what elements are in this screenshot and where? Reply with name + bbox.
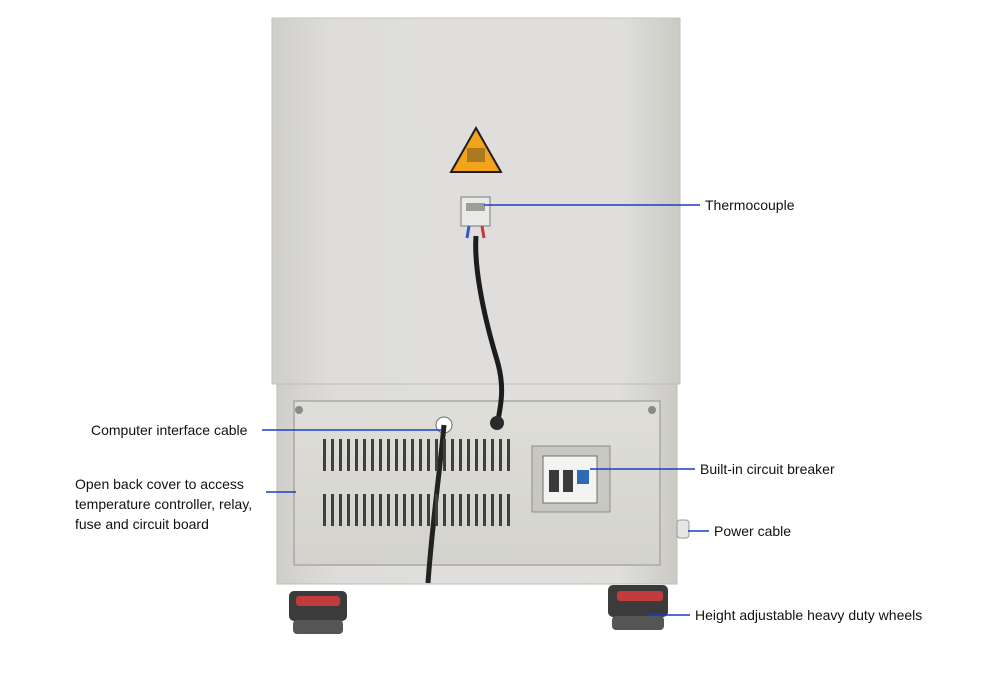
vent-slot xyxy=(379,494,382,526)
vent-slot xyxy=(323,494,326,526)
vent-slot xyxy=(355,439,358,471)
label-back-cover: Open back cover to access temperature co… xyxy=(75,476,253,532)
vent-slot xyxy=(387,494,390,526)
vent-slot xyxy=(499,494,502,526)
vent-slot xyxy=(403,494,406,526)
vent-slot xyxy=(387,439,390,471)
vent-slot xyxy=(435,439,438,471)
vent-slot xyxy=(483,439,486,471)
vent-slot xyxy=(427,439,430,471)
vent-slot xyxy=(395,439,398,471)
vent-slot xyxy=(347,439,350,471)
vent-slot xyxy=(475,494,478,526)
circuit-breaker xyxy=(531,445,611,513)
vent-slot xyxy=(371,494,374,526)
vent-slot xyxy=(363,494,366,526)
wheel-left xyxy=(289,591,347,634)
vent-slot xyxy=(419,494,422,526)
vent-slot xyxy=(459,439,462,471)
vent-slot xyxy=(467,439,470,471)
vent-slot xyxy=(443,494,446,526)
wheel-right xyxy=(608,585,668,630)
screw xyxy=(295,406,303,414)
vent-slot xyxy=(459,494,462,526)
vent-slot xyxy=(475,439,478,471)
vent-slot xyxy=(419,439,422,471)
thermocouple-connector xyxy=(460,196,491,239)
label-computer-interface-cable: Computer interface cable xyxy=(91,422,248,438)
vent-slot xyxy=(331,494,334,526)
vent-slot xyxy=(411,494,414,526)
vent-slot xyxy=(491,439,494,471)
vent-slot xyxy=(451,494,454,526)
vent-slot xyxy=(467,494,470,526)
vent-slot xyxy=(339,494,342,526)
vent-slot xyxy=(499,439,502,471)
vent-slot xyxy=(363,439,366,471)
vent-grille xyxy=(323,439,510,526)
cable-hole xyxy=(490,416,504,430)
warning-triangle-icon xyxy=(449,125,503,173)
vent-slot xyxy=(427,494,430,526)
vent-slot xyxy=(339,439,342,471)
label-power-cable: Power cable xyxy=(714,523,792,539)
vent-slot xyxy=(491,494,494,526)
vent-slot xyxy=(355,494,358,526)
vent-slot xyxy=(483,494,486,526)
vent-slot xyxy=(451,439,454,471)
screw xyxy=(648,406,656,414)
vent-slot xyxy=(323,439,326,471)
vent-slot xyxy=(435,494,438,526)
vent-slot xyxy=(371,439,374,471)
vent-slot xyxy=(347,494,350,526)
vent-slot xyxy=(379,439,382,471)
vent-slot xyxy=(403,439,406,471)
power-cable-stub xyxy=(676,519,690,539)
vent-slot xyxy=(443,439,446,471)
vent-slot xyxy=(331,439,334,471)
label-thermocouple: Thermocouple xyxy=(705,197,795,213)
label-circuit-breaker: Built-in circuit breaker xyxy=(700,461,835,477)
vent-slot xyxy=(395,494,398,526)
thermocouple-cable xyxy=(473,235,505,421)
vent-slot xyxy=(507,494,510,526)
label-wheels: Height adjustable heavy duty wheels xyxy=(695,607,923,623)
vent-slot xyxy=(507,439,510,471)
vent-slot xyxy=(411,439,414,471)
